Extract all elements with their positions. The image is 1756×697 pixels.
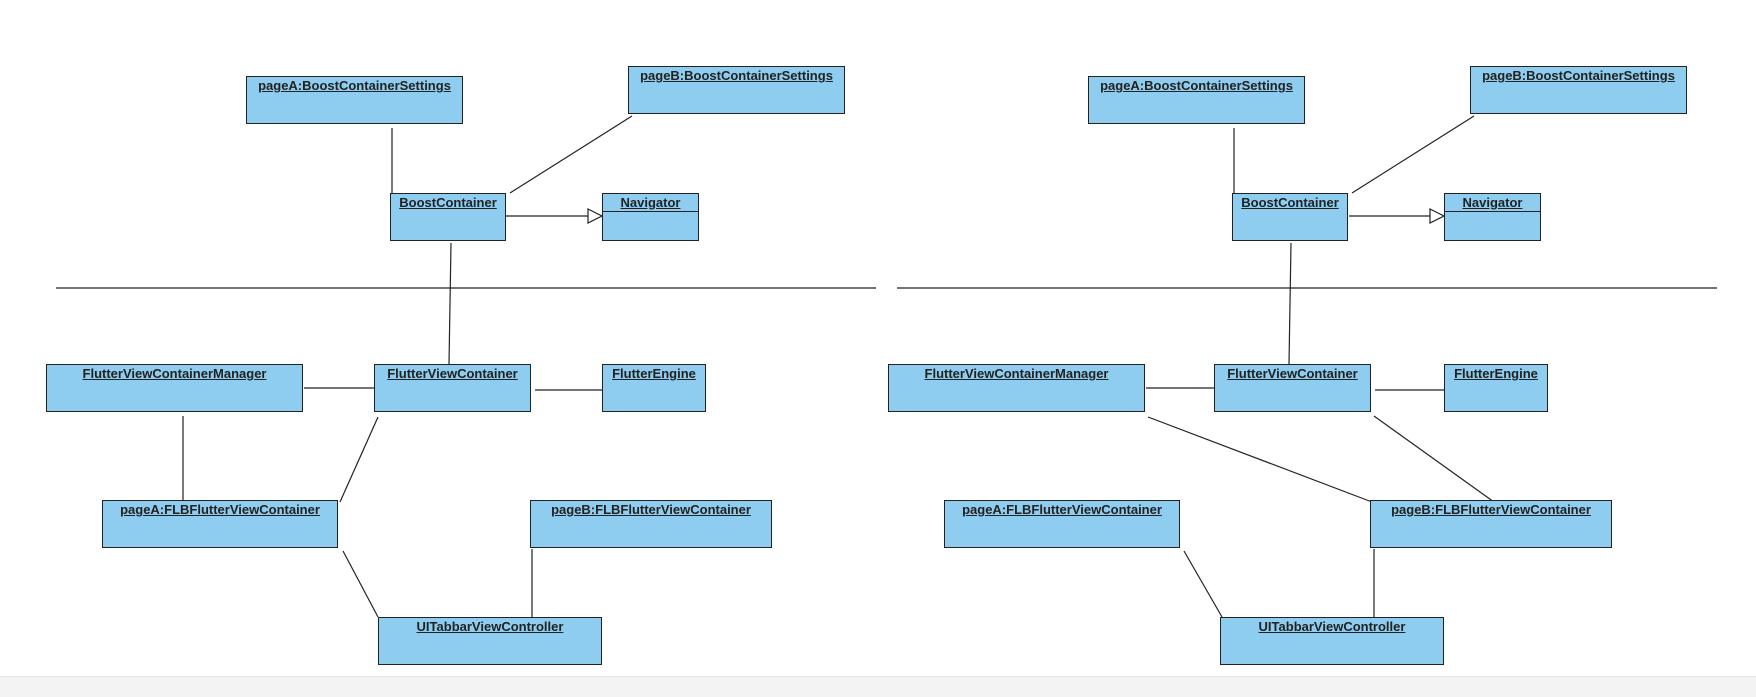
class-label: Navigator (603, 194, 698, 212)
object-label: pageA:BoostContainerSettings (258, 78, 451, 93)
object-box-view-container-manager[interactable]: FlutterViewContainerManager (888, 364, 1145, 412)
generalization-arrowhead (1429, 208, 1446, 224)
link-viewcontainer-pageB-flb (1373, 415, 1495, 503)
object-label: pageA:BoostContainerSettings (1100, 78, 1293, 93)
object-label: BoostContainer (1241, 195, 1339, 210)
object-box-pageA-settings[interactable]: pageA:BoostContainerSettings (1088, 76, 1305, 124)
link-pageB-settings-boost (1351, 115, 1475, 194)
object-box-tabbar-controller[interactable]: UITabbarViewController (378, 617, 602, 665)
object-box-pageB-flb-container[interactable]: pageB:FLBFlutterViewContainer (1370, 500, 1612, 548)
object-box-boost-container[interactable]: BoostContainer (1232, 193, 1348, 241)
object-label: BoostContainer (399, 195, 497, 210)
object-label: FlutterEngine (1454, 366, 1538, 381)
object-box-pageA-flb-container[interactable]: pageA:FLBFlutterViewContainer (944, 500, 1180, 548)
object-label: pageB:FLBFlutterViewContainer (1391, 502, 1591, 517)
link-viewcontainer-pageA-flb (339, 416, 379, 503)
object-label: UITabbarViewController (416, 619, 564, 634)
object-label: FlutterViewContainer (1227, 366, 1358, 381)
object-box-pageB-settings[interactable]: pageB:BoostContainerSettings (628, 66, 845, 114)
object-label: UITabbarViewController (1258, 619, 1406, 634)
object-box-pageA-flb-container[interactable]: pageA:FLBFlutterViewContainer (102, 500, 338, 548)
object-box-flutter-engine[interactable]: FlutterEngine (1444, 364, 1548, 412)
object-box-boost-container[interactable]: BoostContainer (390, 193, 506, 241)
object-box-view-container-manager[interactable]: FlutterViewContainerManager (46, 364, 303, 412)
object-label: FlutterViewContainerManager (82, 366, 267, 381)
object-label: pageA:FLBFlutterViewContainer (120, 502, 320, 517)
link-pageA-flb-tabbar (1183, 550, 1223, 618)
link-manager-pageB-flb (1147, 416, 1373, 503)
right-diagram-connectors (897, 115, 1717, 618)
class-box-navigator[interactable]: Navigator (602, 193, 699, 241)
object-box-tabbar-controller[interactable]: UITabbarViewController (1220, 617, 1444, 665)
generalization-arrowhead (587, 208, 604, 224)
object-label: pageB:FLBFlutterViewContainer (551, 502, 751, 517)
object-label: pageA:FLBFlutterViewContainer (962, 502, 1162, 517)
object-box-flutter-engine[interactable]: FlutterEngine (602, 364, 706, 412)
object-label: pageB:BoostContainerSettings (1482, 68, 1675, 83)
class-box-navigator[interactable]: Navigator (1444, 193, 1541, 241)
link-pageA-flb-tabbar (342, 550, 379, 618)
left-diagram-connectors (56, 115, 876, 618)
link-boost-viewcontainer (448, 242, 452, 365)
object-label: FlutterViewContainerManager (924, 366, 1109, 381)
link-pageB-settings-boost (509, 115, 633, 194)
bottom-band (0, 676, 1756, 697)
class-label: Navigator (1445, 194, 1540, 212)
object-box-flutter-view-container[interactable]: FlutterViewContainer (1214, 364, 1371, 412)
object-box-flutter-view-container[interactable]: FlutterViewContainer (374, 364, 531, 412)
object-box-pageB-flb-container[interactable]: pageB:FLBFlutterViewContainer (530, 500, 772, 548)
link-boost-viewcontainer (1288, 242, 1292, 365)
object-label: FlutterEngine (612, 366, 696, 381)
object-label: FlutterViewContainer (387, 366, 518, 381)
object-box-pageA-settings[interactable]: pageA:BoostContainerSettings (246, 76, 463, 124)
object-box-pageB-settings[interactable]: pageB:BoostContainerSettings (1470, 66, 1687, 114)
object-label: pageB:BoostContainerSettings (640, 68, 833, 83)
